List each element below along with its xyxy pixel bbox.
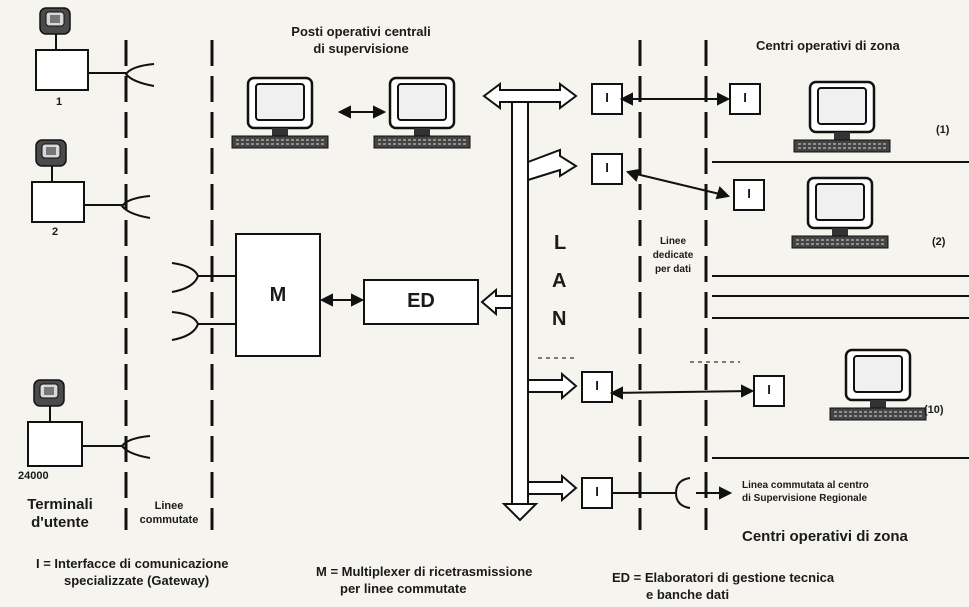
plug-connectors (122, 64, 236, 458)
dedicated-lines-line1: Linee (640, 236, 706, 247)
legend-i-line1: I = Interfacce di comunicazione (36, 556, 229, 571)
zone-workstations (792, 82, 926, 420)
central-title-line1: Posti operativi centrali (256, 24, 466, 39)
legend-m-line1: M = Multiplexer di ricetrasmissione (316, 564, 532, 579)
user-terminal-24000 (28, 380, 122, 466)
legend-i-line2: specializzate (Gateway) (64, 573, 209, 588)
zone-number-1: (1) (936, 124, 949, 136)
multiplexer-label: M (236, 284, 320, 307)
lan-letter-l: L (554, 232, 566, 255)
gateway-label-5: I (730, 90, 760, 105)
gateway-label-3: I (582, 378, 612, 393)
gateway-label-6: I (734, 186, 764, 201)
zone-number-10: (10) (924, 404, 944, 416)
legend-ed-line2: e banche dati (646, 587, 729, 602)
central-workstations (232, 78, 470, 148)
dedicated-lines-line3: per dati (640, 264, 706, 275)
terminal-1-number: 1 (56, 96, 62, 108)
switched-lines-line1: Linee (126, 500, 212, 512)
ellipsis-dashes (538, 358, 740, 362)
central-title-line2: di supervisione (256, 41, 466, 56)
terminals-caption-line2: d'utente (14, 514, 106, 531)
user-terminal-2 (32, 140, 122, 222)
lan-letter-n: N (552, 308, 566, 331)
legend-m-line2: per linee commutate (340, 581, 466, 596)
gateway-label-7: I (754, 382, 784, 397)
switched-lines-boundary (126, 40, 212, 530)
switched-lines-line2: commutate (126, 514, 212, 526)
legend-ed-line1: ED = Elaboratori di gestione tecnica (612, 570, 834, 585)
zone-title-top: Centri operativi di zona (756, 38, 900, 53)
ed-label: ED (364, 290, 478, 313)
zone-title-bottom: Centri operativi di zona (742, 528, 908, 545)
lan-bus-outline (482, 84, 576, 520)
terminal-2-number: 2 (52, 226, 58, 238)
zone-number-2: (2) (932, 236, 945, 248)
user-terminal-1 (36, 8, 126, 90)
lan-letter-a: A (552, 270, 566, 293)
mux-ed-link (322, 295, 362, 305)
dedicated-lines-line2: dedicate (640, 250, 706, 261)
gateway-label-1: I (592, 90, 622, 105)
terminal-24000-number: 24000 (18, 470, 49, 482)
terminals-caption-line1: Terminali (14, 496, 106, 513)
gateway-label-2: I (592, 160, 622, 175)
dedicated-lines-boundary (640, 40, 706, 530)
regional-line-label-2: di Supervisione Regionale (742, 493, 867, 504)
regional-line-label-1: Linea commutata al centro (742, 480, 869, 491)
gateway-label-4: I (582, 484, 612, 499)
regional-plug (676, 478, 690, 508)
